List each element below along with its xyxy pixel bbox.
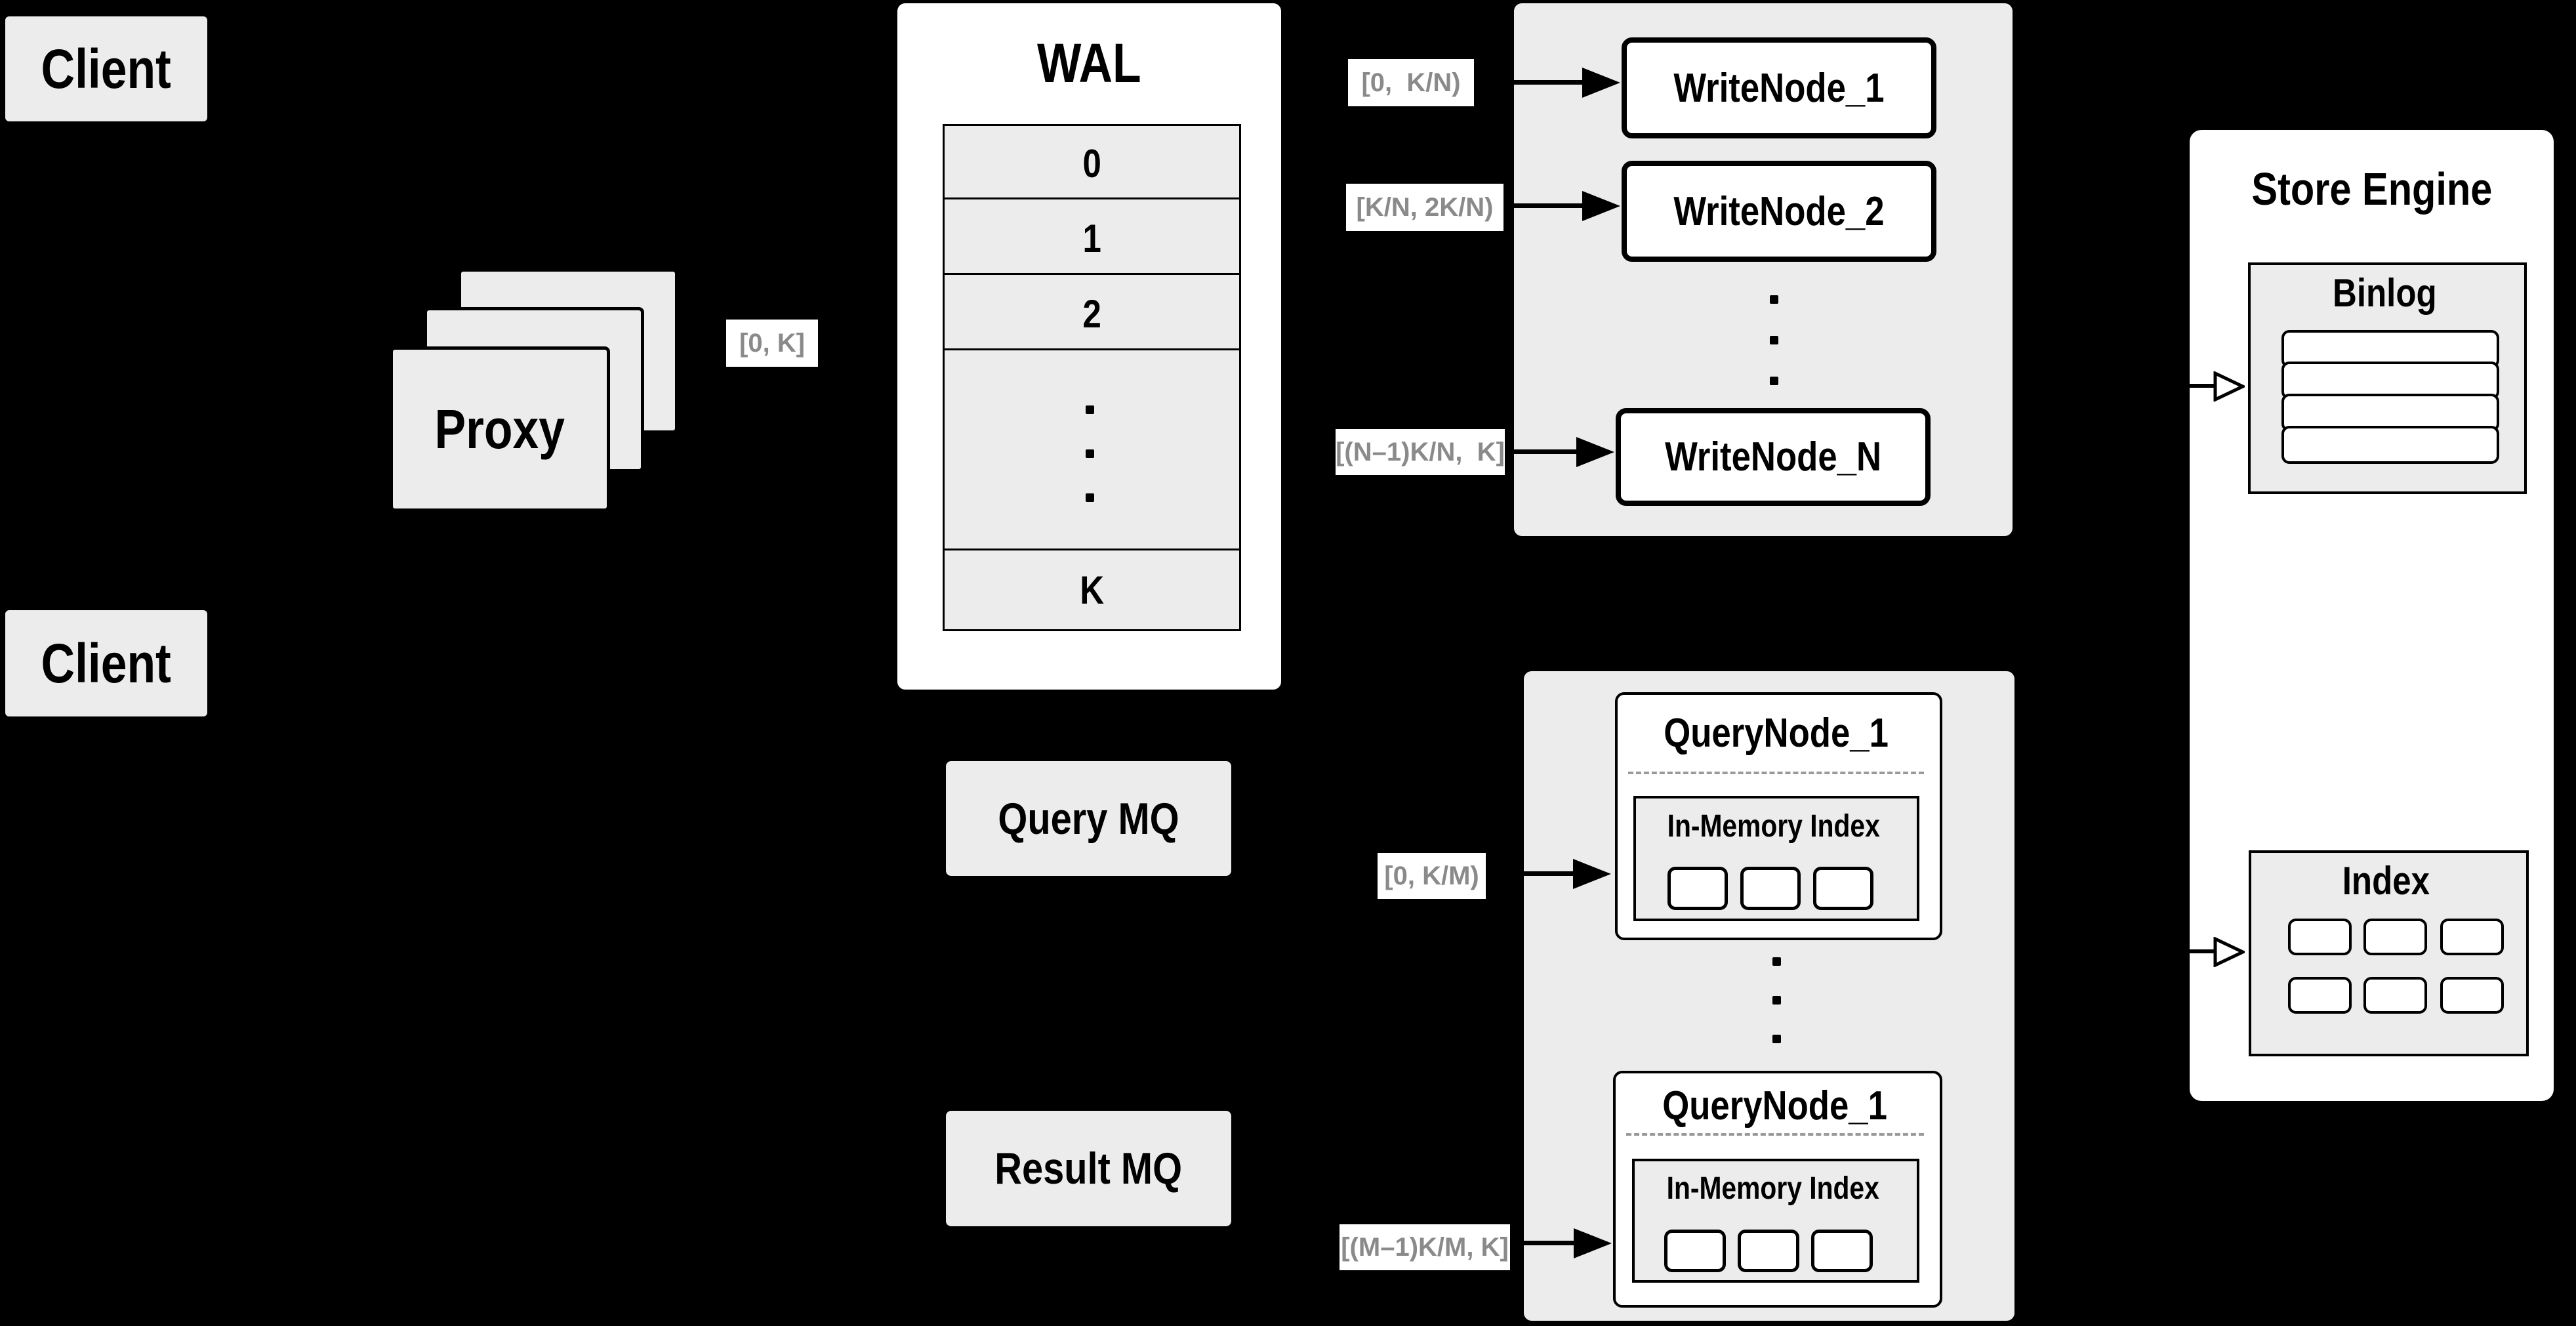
write-node-ellipsis-dot-1 bbox=[1770, 295, 1778, 304]
index-chip bbox=[1664, 1230, 1726, 1272]
index-chip bbox=[1738, 1230, 1799, 1272]
query-node-bottom-divider bbox=[1626, 1133, 1924, 1136]
write-node-1-label: WriteNode_1 bbox=[1673, 65, 1885, 111]
result-mq-label: Result MQ bbox=[994, 1144, 1183, 1193]
index-chip bbox=[1813, 867, 1873, 910]
index-cell bbox=[2440, 919, 2504, 955]
binlog-row bbox=[2281, 394, 2499, 432]
wal-ellipsis-dot-3 bbox=[1086, 493, 1094, 502]
result-mq-box: Result MQ bbox=[946, 1111, 1231, 1226]
proxy-label: Proxy bbox=[434, 398, 565, 460]
client-top-label: Client bbox=[41, 37, 172, 100]
range-label-write-node-1: [0, K/N) bbox=[1348, 59, 1474, 106]
index-cell bbox=[2288, 919, 2352, 955]
wal-title: WAL bbox=[1037, 32, 1141, 94]
client-bottom-label: Client bbox=[41, 632, 172, 694]
index-cell bbox=[2363, 977, 2427, 1014]
index-chip bbox=[1740, 867, 1801, 910]
query-node-ellipsis-dot-2 bbox=[1772, 996, 1781, 1005]
range-label-write-node-n: [(N–1)K/N, K] bbox=[1336, 429, 1505, 475]
index-chip bbox=[1811, 1230, 1873, 1272]
index-cell bbox=[2363, 919, 2427, 955]
proxy-box: Proxy bbox=[390, 346, 610, 512]
query-node-bottom-in-memory-label: In-Memory Index bbox=[1666, 1171, 1880, 1206]
wal-segment-k: K bbox=[943, 549, 1241, 631]
wal-ellipsis-dot-1 bbox=[1086, 405, 1094, 414]
range-label-query-node-1: [0, K/M) bbox=[1378, 853, 1486, 899]
wal-segment-0: 0 bbox=[943, 124, 1241, 203]
index-chip bbox=[1667, 867, 1728, 910]
write-node-n-label: WriteNode_N bbox=[1665, 434, 1881, 480]
wal-segment-1: 1 bbox=[943, 197, 1241, 279]
query-node-top-divider bbox=[1628, 772, 1924, 774]
binlog-title: Binlog bbox=[2333, 271, 2437, 315]
query-node-ellipsis-dot-3 bbox=[1772, 1035, 1781, 1043]
index-title: Index bbox=[2342, 859, 2430, 903]
range-label-query-node-m: [(M–1)K/M, K] bbox=[1339, 1224, 1510, 1270]
range-label-write-node-2: [K/N, 2K/N) bbox=[1346, 184, 1503, 231]
write-node-n-box: WriteNode_N bbox=[1616, 408, 1931, 506]
client-top-box: Client bbox=[5, 16, 207, 121]
write-node-ellipsis-dot-3 bbox=[1770, 377, 1778, 385]
binlog-row bbox=[2281, 426, 2499, 464]
range-label-proxy-to-wal: [0, K] bbox=[726, 320, 818, 367]
query-node-top-title: QueryNode_1 bbox=[1664, 711, 1889, 756]
client-bottom-box: Client bbox=[5, 610, 207, 716]
index-cell bbox=[2440, 977, 2504, 1014]
write-node-1-box: WriteNode_1 bbox=[1622, 37, 1936, 138]
query-mq-label: Query MQ bbox=[998, 793, 1179, 844]
write-node-2-label: WriteNode_2 bbox=[1673, 188, 1885, 234]
query-node-top-in-memory-label: In-Memory Index bbox=[1667, 809, 1881, 844]
query-mq-box: Query MQ bbox=[946, 761, 1231, 876]
write-node-ellipsis-dot-2 bbox=[1770, 336, 1778, 344]
query-node-ellipsis-dot-1 bbox=[1772, 957, 1781, 966]
index-cell bbox=[2288, 977, 2352, 1014]
wal-ellipsis-dot-2 bbox=[1086, 449, 1094, 458]
store-engine-title: Store Engine bbox=[2251, 163, 2492, 215]
write-node-2-box: WriteNode_2 bbox=[1622, 161, 1936, 262]
wal-segment-2: 2 bbox=[943, 273, 1241, 354]
query-node-bottom-title: QueryNode_1 bbox=[1662, 1083, 1888, 1129]
